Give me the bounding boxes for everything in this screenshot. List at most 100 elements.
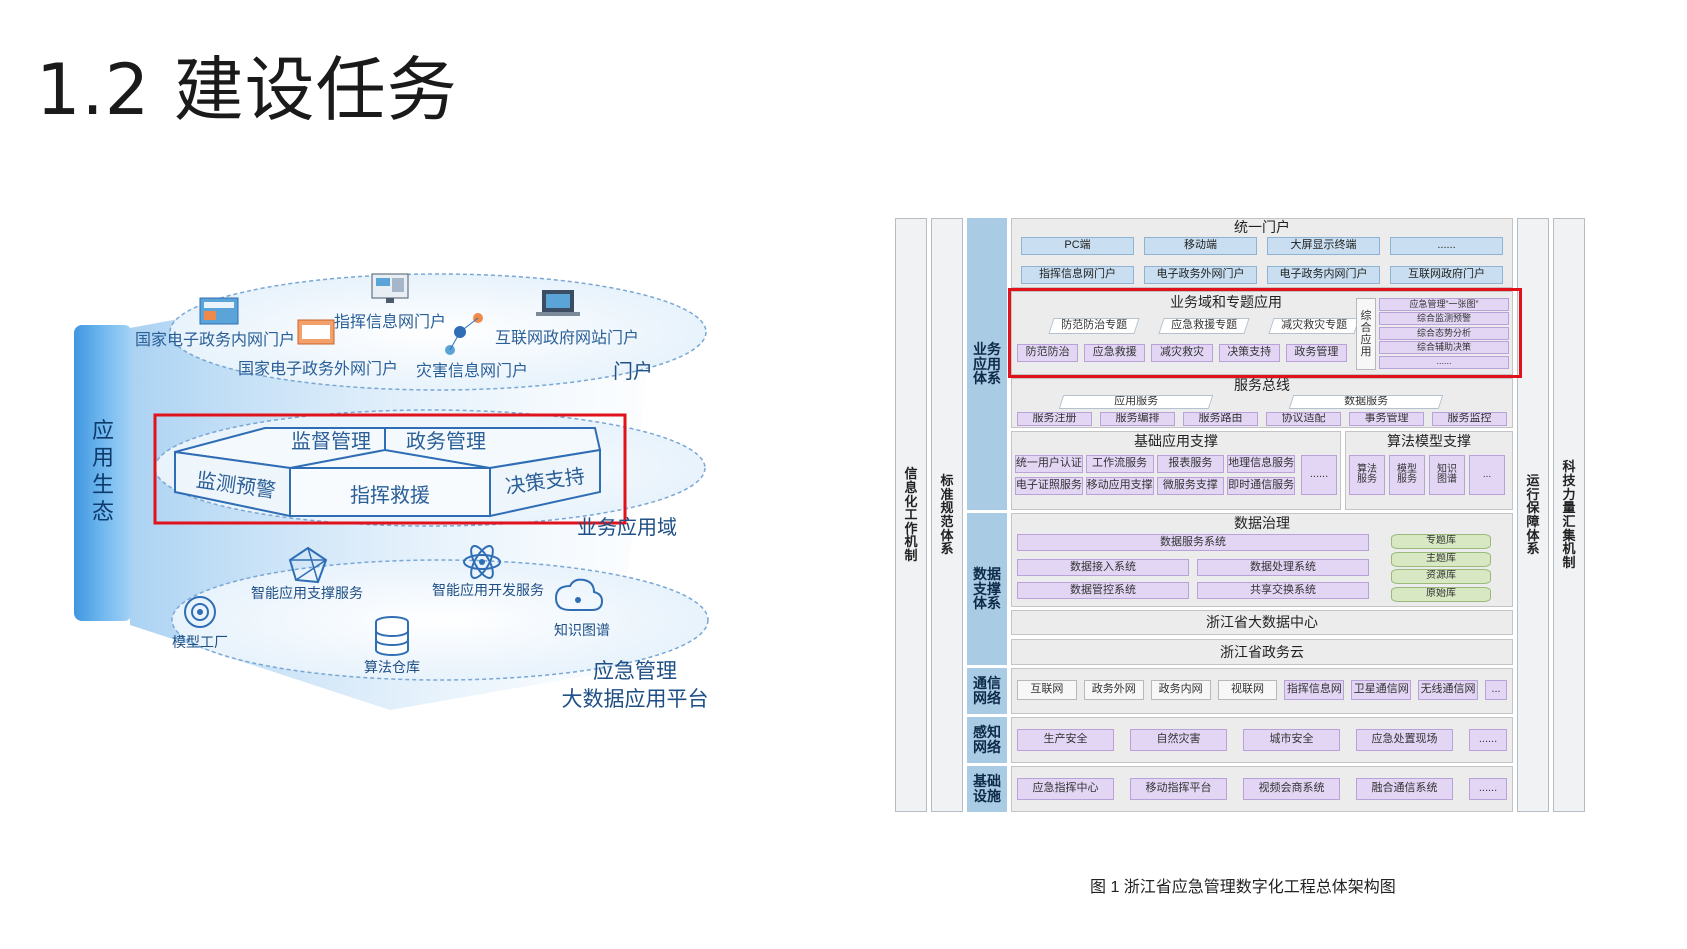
portal-laptop-icon — [536, 290, 580, 316]
layer-label-infra: 基础设施 — [967, 766, 1007, 812]
governance-library-2: 资源库 — [1391, 569, 1491, 584]
comm-item-4: 指挥信息网 — [1284, 680, 1345, 700]
business-prism — [174, 427, 602, 518]
business-top-face-0: 监督管理 — [291, 429, 371, 453]
governance-system-2: 数据处理系统 — [1197, 559, 1369, 576]
business-layer-label: 业务应用域 — [577, 515, 677, 539]
infra-item-1: 移动指挥平台 — [1130, 778, 1227, 800]
business-top-face-1: 政务管理 — [406, 429, 486, 453]
algo-support-item-1: 模型服务 — [1389, 455, 1425, 495]
comm-item-3: 视联网 — [1217, 680, 1278, 700]
bus-item-1: 服务编排 — [1100, 412, 1175, 426]
model-factory-icon — [184, 596, 216, 628]
infra-item-3: 融合通信系统 — [1356, 778, 1453, 800]
comm-item-2: 政务内网 — [1150, 680, 1211, 700]
basic-support-r2-2: 微服务支撑 — [1156, 477, 1225, 495]
business-title: 业务域和专题应用 — [1170, 294, 1282, 310]
governance-library-3: 原始库 — [1391, 586, 1491, 602]
portal-item-2: 互联网政府网站门户 — [495, 328, 639, 347]
architecture-diagram: 信息化工作机制标准规范体系运行保障体系科技力量汇集机制业务应用体系数据支撑体系通… — [895, 218, 1605, 863]
sense-item-4: ...... — [1469, 729, 1507, 751]
portal-terminal-2: 大屏显示终端 — [1267, 237, 1380, 255]
atom-icon — [463, 545, 501, 579]
portal-gateway-3: 互联网政府门户 — [1390, 266, 1503, 284]
layer-label-data: 数据支撑体系 — [967, 513, 1007, 665]
side-col-standards: 标准规范体系 — [931, 218, 963, 812]
platform-item-4: 算法仓库 — [364, 660, 420, 676]
bus-item-2: 服务路由 — [1183, 412, 1258, 426]
algo-support-item-2: 知识图谱 — [1429, 455, 1465, 495]
sense-item-2: 城市安全 — [1243, 729, 1340, 751]
bus-group-0: 应用服务 — [1058, 395, 1214, 409]
algo-support-item-0: 算法服务 — [1349, 455, 1385, 495]
ecosystem-label-2: 生 — [92, 473, 114, 498]
portal-network-icon — [445, 313, 483, 355]
business-domain-1: 应急救援 — [1084, 344, 1146, 362]
portal-gateway-1: 电子政务外网门户 — [1144, 266, 1257, 284]
ecosystem-label-1: 用 — [92, 446, 114, 471]
infra-item-0: 应急指挥中心 — [1017, 778, 1114, 800]
bus-title: 服务总线 — [1234, 378, 1290, 392]
portal-item-0: 国家电子政务内网门户 — [135, 330, 295, 349]
infra-item-2: 视频会商系统 — [1243, 778, 1340, 800]
slide-title: 1.2 建设任务 — [36, 49, 458, 131]
portal-item-1: 指挥信息网门户 — [334, 312, 446, 331]
side-col-operation: 运行保障体系 — [1517, 218, 1549, 812]
portal-terminal-1: 移动端 — [1144, 237, 1257, 255]
governance-system-0: 数据服务系统 — [1017, 534, 1369, 551]
database-icon — [375, 616, 409, 656]
portal-gateway-2: 电子政务内网门户 — [1267, 266, 1380, 284]
portal-layer-label: 门户 — [613, 359, 653, 383]
algo-support-title: 算法模型支撑 — [1387, 433, 1471, 449]
gov-cloud: 浙江省政务云 — [1011, 639, 1513, 665]
business-comprehensive-item-3: 综合辅助决策 — [1379, 341, 1509, 355]
bus-item-5: 服务监控 — [1432, 412, 1507, 426]
platform-item-2: 模型工厂 — [172, 635, 228, 651]
comm-item-5: 卫星通信网 — [1351, 680, 1412, 700]
business-comprehensive-item-4: ...... — [1379, 355, 1509, 369]
ecosystem-pillar — [74, 325, 132, 621]
business-comprehensive-item-0: 应急管理“一张图” — [1379, 298, 1509, 311]
side-col-tech: 科技力量汇集机制 — [1553, 218, 1585, 812]
knowledge-graph-icon — [554, 578, 604, 611]
basic-support-title: 基础应用支撑 — [1134, 433, 1218, 449]
portal-terminal-3: ...... — [1390, 237, 1503, 255]
side-col-mechanism: 信息化工作机制 — [895, 218, 927, 812]
business-domain-4: 政务管理 — [1285, 344, 1347, 362]
platform-layer-label-1: 应急管理 — [593, 659, 677, 683]
basic-support-more: ...... — [1301, 455, 1337, 495]
layer-label-comm: 通信网络 — [967, 668, 1007, 714]
sense-item-3: 应急处置现场 — [1356, 729, 1453, 751]
business-comprehensive-label: 综合应用 — [1356, 298, 1376, 370]
governance-title: 数据治理 — [1234, 515, 1290, 531]
business-domain-highlight-box — [1008, 288, 1522, 378]
portal-monitor-icon — [371, 273, 409, 303]
governance-system-1: 数据接入系统 — [1017, 559, 1189, 576]
platform-ellipse — [171, 559, 709, 681]
portal-item-4: 灾害信息网门户 — [416, 361, 528, 380]
portal-browser-icon — [297, 319, 335, 345]
sense-item-0: 生产安全 — [1017, 729, 1114, 751]
comm-item-7: ... — [1485, 680, 1507, 700]
bus-group-1: 数据服务 — [1288, 395, 1444, 409]
infra-item-4: ...... — [1469, 778, 1507, 800]
business-domain-0: 防范防治 — [1017, 344, 1079, 362]
portal-gateway-0: 指挥信息网门户 — [1021, 266, 1134, 284]
bus-item-3: 协议适配 — [1266, 412, 1341, 426]
comm-item-6: 无线通信网 — [1418, 680, 1478, 700]
governance-library-1: 主题库 — [1391, 551, 1491, 567]
big-data-center: 浙江省大数据中心 — [1011, 610, 1513, 635]
business-comprehensive-item-1: 综合监测预警 — [1379, 312, 1509, 326]
governance-system-3: 数据管控系统 — [1017, 582, 1189, 599]
basic-support-r1-3: 地理信息服务 — [1227, 455, 1295, 473]
basic-support-r1-1: 工作流服务 — [1085, 455, 1154, 473]
portal-item-3: 国家电子政务外网门户 — [238, 359, 398, 378]
neural-net-icon — [288, 546, 328, 584]
business-front-face-1: 指挥救援 — [350, 483, 430, 507]
portal-screen-icon — [199, 297, 239, 325]
governance-library-0: 专题库 — [1391, 534, 1491, 549]
business-comprehensive-item-2: 综合态势分析 — [1379, 326, 1509, 340]
platform-item-0: 智能应用支撑服务 — [251, 585, 363, 602]
sense-item-1: 自然灾害 — [1130, 729, 1227, 751]
basic-support-r2-0: 电子证照服务 — [1015, 477, 1083, 495]
